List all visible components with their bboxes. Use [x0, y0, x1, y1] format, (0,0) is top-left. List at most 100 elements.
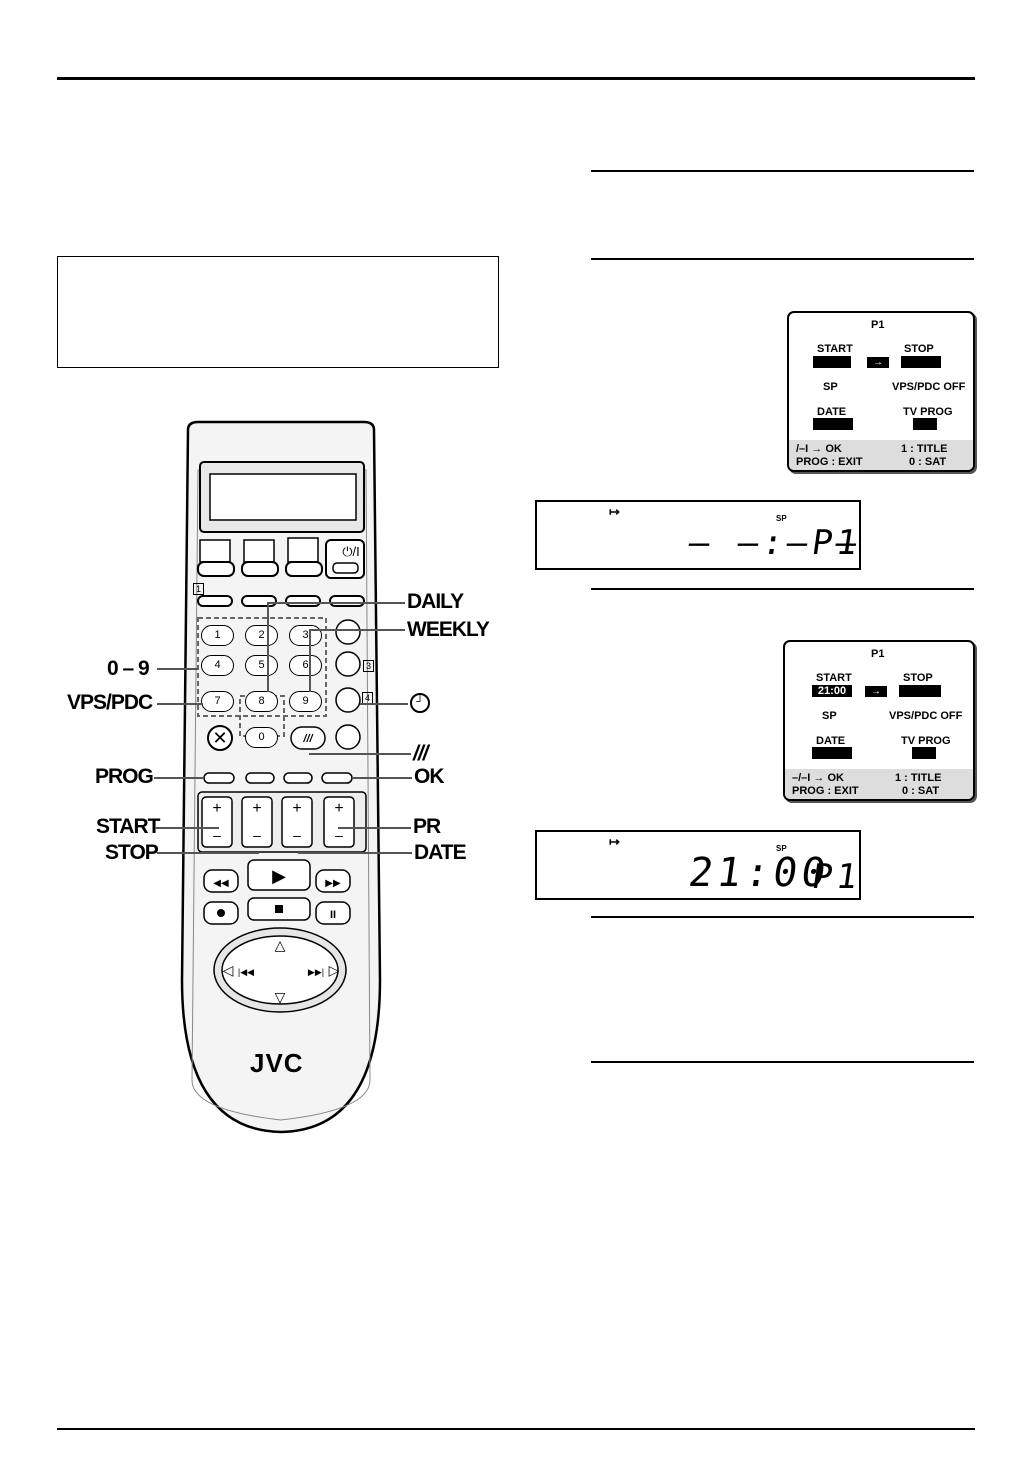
leader-start [155, 827, 219, 829]
osd-footer: –/–I → OK PROG : EXIT 1 : TITLE 0 : SAT [785, 769, 973, 799]
footer-rule [57, 1428, 975, 1430]
key-4[interactable]: 4 [201, 655, 234, 676]
osd-title: P1 [871, 319, 885, 331]
brand-logo: JVC [250, 1048, 304, 1078]
callout-ok: OK [414, 765, 444, 788]
callout-start: START [96, 815, 160, 838]
osd-start-label: START [817, 343, 853, 355]
svg-text:+: + [252, 800, 261, 817]
svg-text:–: – [293, 827, 301, 843]
leader-weekly [309, 629, 405, 631]
marker-1: 1 [193, 583, 204, 595]
osd-footer-r1: 1 : TITLE [901, 443, 948, 455]
osd-footer-l2: PROG : EXIT [796, 456, 863, 468]
osd-footer: /–I → OK PROG : EXIT 1 : TITLE 0 : SAT [789, 440, 973, 470]
vcr-display-1: ↦ SP – –:– – P1 [535, 500, 864, 570]
osd-footer-r2: 0 : SAT [909, 456, 947, 468]
callout-pr: PR [413, 815, 441, 838]
osd-sp: SP [823, 381, 838, 393]
svg-text:△: △ [275, 937, 286, 953]
key-5[interactable]: 5 [245, 655, 278, 676]
svg-text:◁: ◁ [223, 962, 234, 978]
osd-start-value: 21:00 [812, 685, 852, 697]
marker-3: 3 [363, 660, 374, 672]
osd-vpspdc: VPS/PDC OFF [892, 381, 966, 393]
osd-screen-1: P1 START → STOP SP VPS/PDC OFF DATE TV P… [787, 311, 975, 472]
leader-0-9 [157, 668, 198, 670]
key-0[interactable]: 0 [245, 727, 278, 748]
clock-icon: ┘ [410, 693, 430, 713]
svg-text:✕: ✕ [212, 728, 227, 749]
osd-tvprog-value [912, 747, 936, 759]
osd-vpspdc: VPS/PDC OFF [889, 710, 963, 722]
osd-sp: SP [822, 710, 837, 722]
lcd-sp: SP [776, 844, 787, 853]
leader-slashes [309, 753, 411, 755]
svg-text:+: + [212, 800, 221, 817]
osd-tvprog-label: TV PROG [901, 735, 951, 747]
svg-text:▶▶: ▶▶ [325, 878, 341, 889]
svg-text:▶: ▶ [272, 866, 286, 886]
osd-date-value [812, 747, 852, 759]
osd-title: P1 [871, 648, 885, 660]
arrow-icon: → [865, 686, 887, 697]
callout-stop: STOP [105, 841, 159, 864]
remote-control: ✕ /// + + + + – – – – ▶ ◀◀ ▶▶ II △ ▽ ◁ ▷… [180, 420, 382, 1134]
osd-tvprog-label: TV PROG [903, 406, 953, 418]
osd-start-label: START [816, 672, 852, 684]
step-rule-3 [591, 588, 974, 590]
step-rule-5 [591, 1061, 974, 1063]
osd-tvprog-value [913, 418, 937, 430]
timer-icon: ↦ [609, 504, 620, 519]
leader-ok [352, 777, 412, 779]
leader-vpspdc [157, 703, 203, 705]
step-rule-1 [591, 170, 974, 172]
callout-prog: PROG [95, 765, 154, 788]
svg-text:+: + [334, 800, 343, 817]
svg-text:+: + [292, 800, 301, 817]
step-rule-2 [591, 258, 974, 260]
osd-footer-r2: 0 : SAT [902, 785, 940, 797]
svg-text:–: – [213, 827, 221, 843]
osd-screen-2: P1 START 21:00 → STOP SP VPS/PDC OFF DAT… [783, 640, 975, 801]
power-button[interactable]: ⏻/I [342, 544, 360, 559]
key-2[interactable]: 2 [245, 625, 278, 646]
osd-footer-r1: 1 : TITLE [895, 772, 942, 784]
leader-clock [360, 703, 408, 705]
svg-text:–: – [253, 827, 261, 843]
vcr-display-2: ↦ SP 21:00 P1 [535, 830, 864, 900]
key-1[interactable]: 1 [201, 625, 234, 646]
svg-text:–: – [335, 827, 343, 843]
leader-stop [157, 852, 259, 854]
osd-stop-label: STOP [904, 343, 934, 355]
callout-daily: DAILY [407, 590, 464, 613]
lcd-sp: SP [776, 514, 787, 523]
svg-text:▽: ▽ [275, 989, 286, 1005]
step-rule-4 [591, 916, 974, 918]
callout-slashes: /// [413, 742, 428, 765]
key-8[interactable]: 8 [245, 691, 278, 712]
lcd-prog: P1 [809, 857, 864, 897]
osd-date-value [813, 418, 853, 430]
osd-footer-l2: PROG : EXIT [792, 785, 859, 797]
leader-daily [267, 602, 405, 604]
svg-text:///: /// [302, 733, 314, 745]
callout-0-9: 0 – 9 [107, 657, 150, 680]
callout-date: DATE [414, 841, 467, 864]
key-7[interactable]: 7 [201, 691, 234, 712]
leader-weekly-v [309, 629, 311, 692]
svg-text:II: II [330, 909, 336, 921]
key-6[interactable]: 6 [289, 655, 322, 676]
leader-pr [338, 827, 411, 829]
osd-footer-l1: /–I → OK [796, 443, 842, 455]
svg-text:▷: ▷ [329, 962, 340, 978]
leader-daily-v [267, 602, 269, 692]
callout-weekly: WEEKLY [407, 618, 490, 641]
leader-prog [154, 777, 204, 779]
osd-stop-value [901, 356, 941, 368]
osd-stop-label: STOP [903, 672, 933, 684]
leader-date [298, 852, 412, 854]
osd-date-label: DATE [816, 735, 846, 747]
key-9[interactable]: 9 [289, 691, 322, 712]
osd-date-label: DATE [817, 406, 847, 418]
